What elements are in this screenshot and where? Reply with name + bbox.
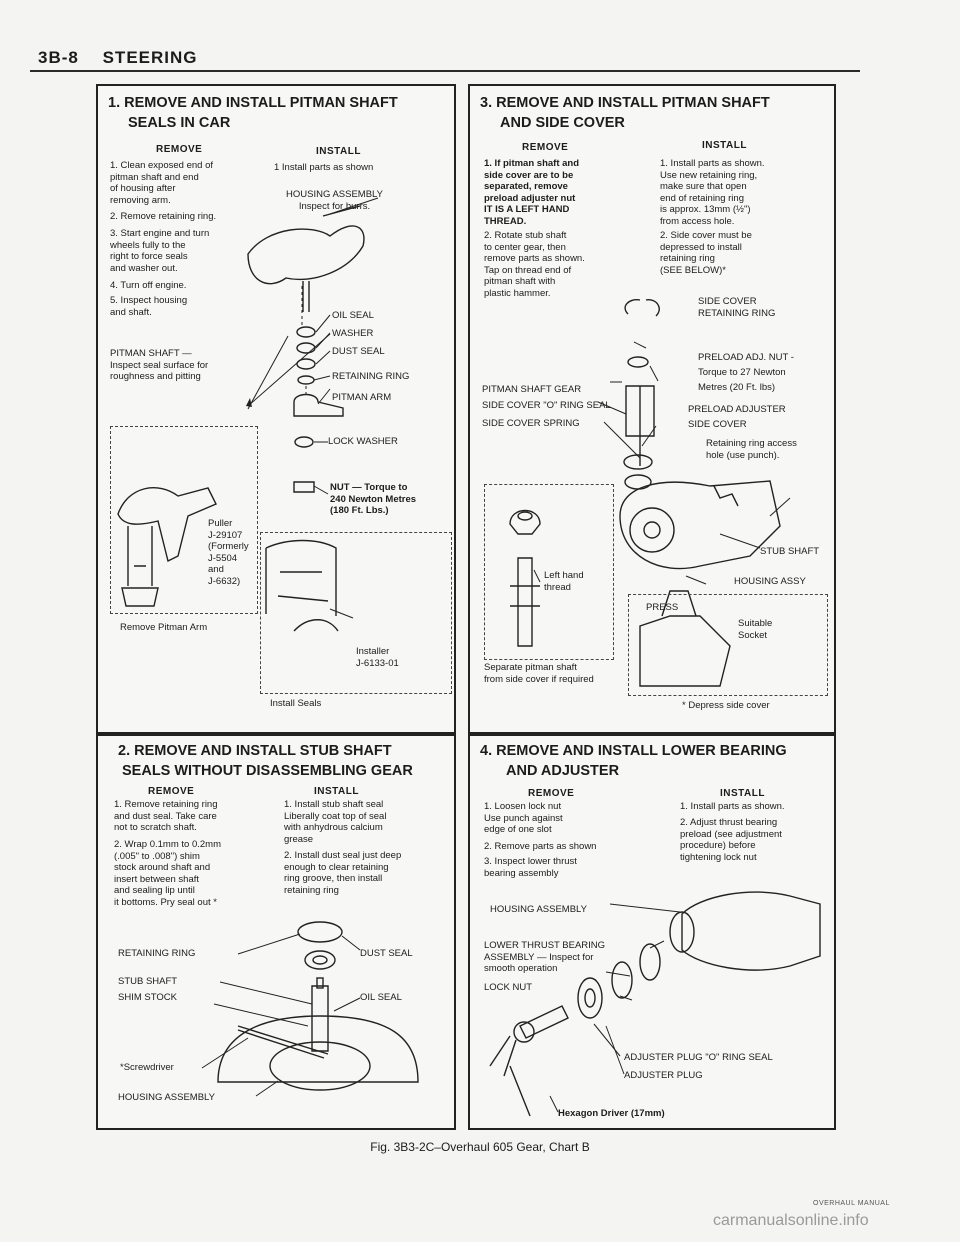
install-step-1: 1. Install parts as shown. [680, 801, 785, 812]
remove-step-4: 4. Turn off engine. [110, 280, 187, 291]
remove-arm-frame [110, 426, 258, 614]
remove-heading: REMOVE [156, 144, 203, 155]
press-frame [628, 594, 828, 696]
section-title: STEERING [102, 48, 198, 67]
remove-step-2: 2. Remove parts as shown [484, 841, 597, 852]
access-hole-label: Retaining ring access hole (use punch). [706, 438, 797, 461]
panel-pitman-side-cover: 3. REMOVE AND INSTALL PITMAN SHAFT AND S… [468, 84, 836, 734]
oil-seal-label: OIL SEAL [360, 992, 402, 1003]
depress-caption: * Depress side cover [682, 700, 770, 711]
remove-step-3: 3. Start engine and turn wheels fully to… [110, 228, 210, 274]
install-seals-frame [260, 532, 452, 694]
panel-lower-bearing: 4. REMOVE AND INSTALL LOWER BEARING AND … [468, 734, 836, 1130]
side-cover-illustration [509, 299, 791, 687]
preload-adjuster-label: PRELOAD ADJUSTER SIDE COVER [688, 404, 786, 430]
install-step-1: 1. Install stub shaft seal Liberally coa… [284, 799, 387, 845]
remove-heading: REMOVE [148, 786, 195, 797]
lower-thrust-label: LOWER THRUST BEARING ASSEMBLY — Inspect … [484, 940, 606, 974]
separate-caption: Separate pitman shaft from side cover if… [484, 662, 594, 685]
panel-1-title: 1. REMOVE AND INSTALL PITMAN SHAFT [108, 95, 398, 111]
remove-heading: REMOVE [528, 788, 575, 799]
pitman-gear-label: PITMAN SHAFT GEAR [482, 384, 582, 395]
shim-stock-label: SHIM STOCK [118, 992, 177, 1003]
remove-step-2: 2. Remove retaining ring. [110, 211, 217, 222]
washer-label: WASHER [332, 328, 374, 339]
housing-label: HOUSING ASSEMBLY [490, 904, 587, 915]
remove-heading: REMOVE [522, 142, 569, 153]
pitman-arm-label: PITMAN ARM [332, 392, 392, 403]
remove-step-5: 5. Inspect housing and shaft. [110, 295, 188, 318]
dust-seal-label: DUST SEAL [332, 346, 385, 357]
lock-nut-label: LOCK NUT [484, 982, 533, 993]
install-heading: INSTALL [702, 140, 747, 151]
panel-pitman-seals: 1. REMOVE AND INSTALL PITMAN SHAFT SEALS… [96, 84, 456, 734]
install-step-1: 1 Install parts as shown [274, 162, 374, 173]
install-step-2: 2. Install dust seal just deep enough to… [284, 850, 402, 896]
panel-2-title: 2. REMOVE AND INSTALL STUB SHAFT [118, 743, 392, 759]
install-heading: INSTALL [720, 788, 765, 799]
retaining-ring-label: RETAINING RING [332, 371, 410, 382]
install-heading: INSTALL [314, 786, 359, 797]
remove-arm-caption: Remove Pitman Arm [120, 622, 208, 633]
adjuster-plug-label: ADJUSTER PLUG [624, 1070, 703, 1081]
separate-frame [484, 484, 614, 660]
panel-stub-seals: 2. REMOVE AND INSTALL STUB SHAFT SEALS W… [96, 734, 456, 1130]
panel-1-subtitle: SEALS IN CAR [128, 115, 231, 131]
install-seals-caption: Install Seals [270, 698, 322, 709]
panel-4-title: 4. REMOVE AND INSTALL LOWER BEARING [480, 743, 787, 759]
panel-4-subtitle: AND ADJUSTER [506, 763, 620, 779]
remove-step-3: 3. Inspect lower thrust bearing assembly [484, 856, 577, 879]
remove-step-2: 2. Rotate stub shaft to center gear, the… [484, 230, 585, 299]
remove-step-1: 1. Loosen lock nut Use punch against edg… [484, 801, 563, 835]
panel-3-subtitle: AND SIDE COVER [500, 115, 625, 131]
housing-assy-label: HOUSING ASSY [734, 576, 806, 587]
pitman-shaft-label: PITMAN SHAFT — Inspect seal surface for … [110, 348, 209, 382]
remove-step-2: 2. Wrap 0.1mm to 0.2mm (.005" to .008") … [114, 839, 221, 908]
installer-label: Installer J-6133-01 [356, 646, 399, 669]
adjuster-oring-label: ADJUSTER PLUG "O" RING SEAL [624, 1052, 773, 1063]
install-step-1: 1. Install parts as shown. Use new retai… [660, 158, 765, 227]
side-cover-spring-label: SIDE COVER SPRING [482, 418, 580, 429]
hex-driver-label: Hexagon Driver (17mm) [558, 1108, 665, 1119]
housing-label: HOUSING ASSEMBLY [118, 1092, 215, 1103]
socket-label: Suitable Socket [738, 618, 773, 641]
dust-seal-label: DUST SEAL [360, 948, 413, 959]
install-step-2: 2. Adjust thrust bearing preload (see ad… [680, 817, 782, 863]
remove-step-1: 1. If pitman shaft and side cover are to… [484, 158, 580, 227]
install-step-2: 2. Side cover must be depressed to insta… [660, 230, 752, 276]
screwdriver-label: *Screwdriver [120, 1062, 174, 1073]
panel-3-title: 3. REMOVE AND INSTALL PITMAN SHAFT [480, 95, 770, 111]
retaining-ring-label: RETAINING RING [118, 948, 196, 959]
lock-washer-label: LOCK WASHER [328, 436, 398, 447]
lower-bearing-illustration [489, 891, 821, 1117]
remove-step-1: 1. Clean exposed end of pitman shaft and… [110, 160, 213, 206]
stub-shaft-label: STUB SHAFT [760, 546, 820, 557]
header-rule [30, 70, 860, 72]
side-cover-oring-label: SIDE COVER "O" RING SEAL [482, 400, 611, 411]
stub-shaft-label: STUB SHAFT [118, 976, 178, 987]
press-label: PRESS [646, 602, 679, 613]
overhaul-manual-mark: OVERHAUL MANUAL [813, 1200, 890, 1207]
puller-label: Puller J-29107 (Formerly J-5504 and J-66… [208, 518, 249, 587]
side-cover-ring-label: SIDE COVER RETAINING RING [698, 296, 776, 319]
panel-2-subtitle: SEALS WITHOUT DISASSEMBLING GEAR [122, 763, 413, 779]
site-watermark: carmanualsonline.info [713, 1212, 869, 1229]
install-heading: INSTALL [316, 146, 361, 157]
stub-seal-illustration [201, 921, 419, 1097]
figure-caption: Fig. 3B3-2C–Overhaul 605 Gear, Chart B [370, 1140, 590, 1154]
nut-torque-label: NUT — Torque to 240 Newton Metres (180 F… [330, 482, 417, 516]
pitman-seal-illustration [117, 197, 379, 632]
remove-step-1: 1. Remove retaining ring and dust seal. … [114, 799, 218, 833]
preload-nut-label: PRELOAD ADJ. NUT - Torque to 27 Newton M… [698, 352, 794, 393]
left-hand-thread-label: Left hand thread [544, 570, 584, 593]
page-number: 3B-8 [38, 48, 79, 67]
page-header: 3B-8 STEERING [38, 48, 198, 68]
oil-seal-label: OIL SEAL [332, 310, 374, 321]
